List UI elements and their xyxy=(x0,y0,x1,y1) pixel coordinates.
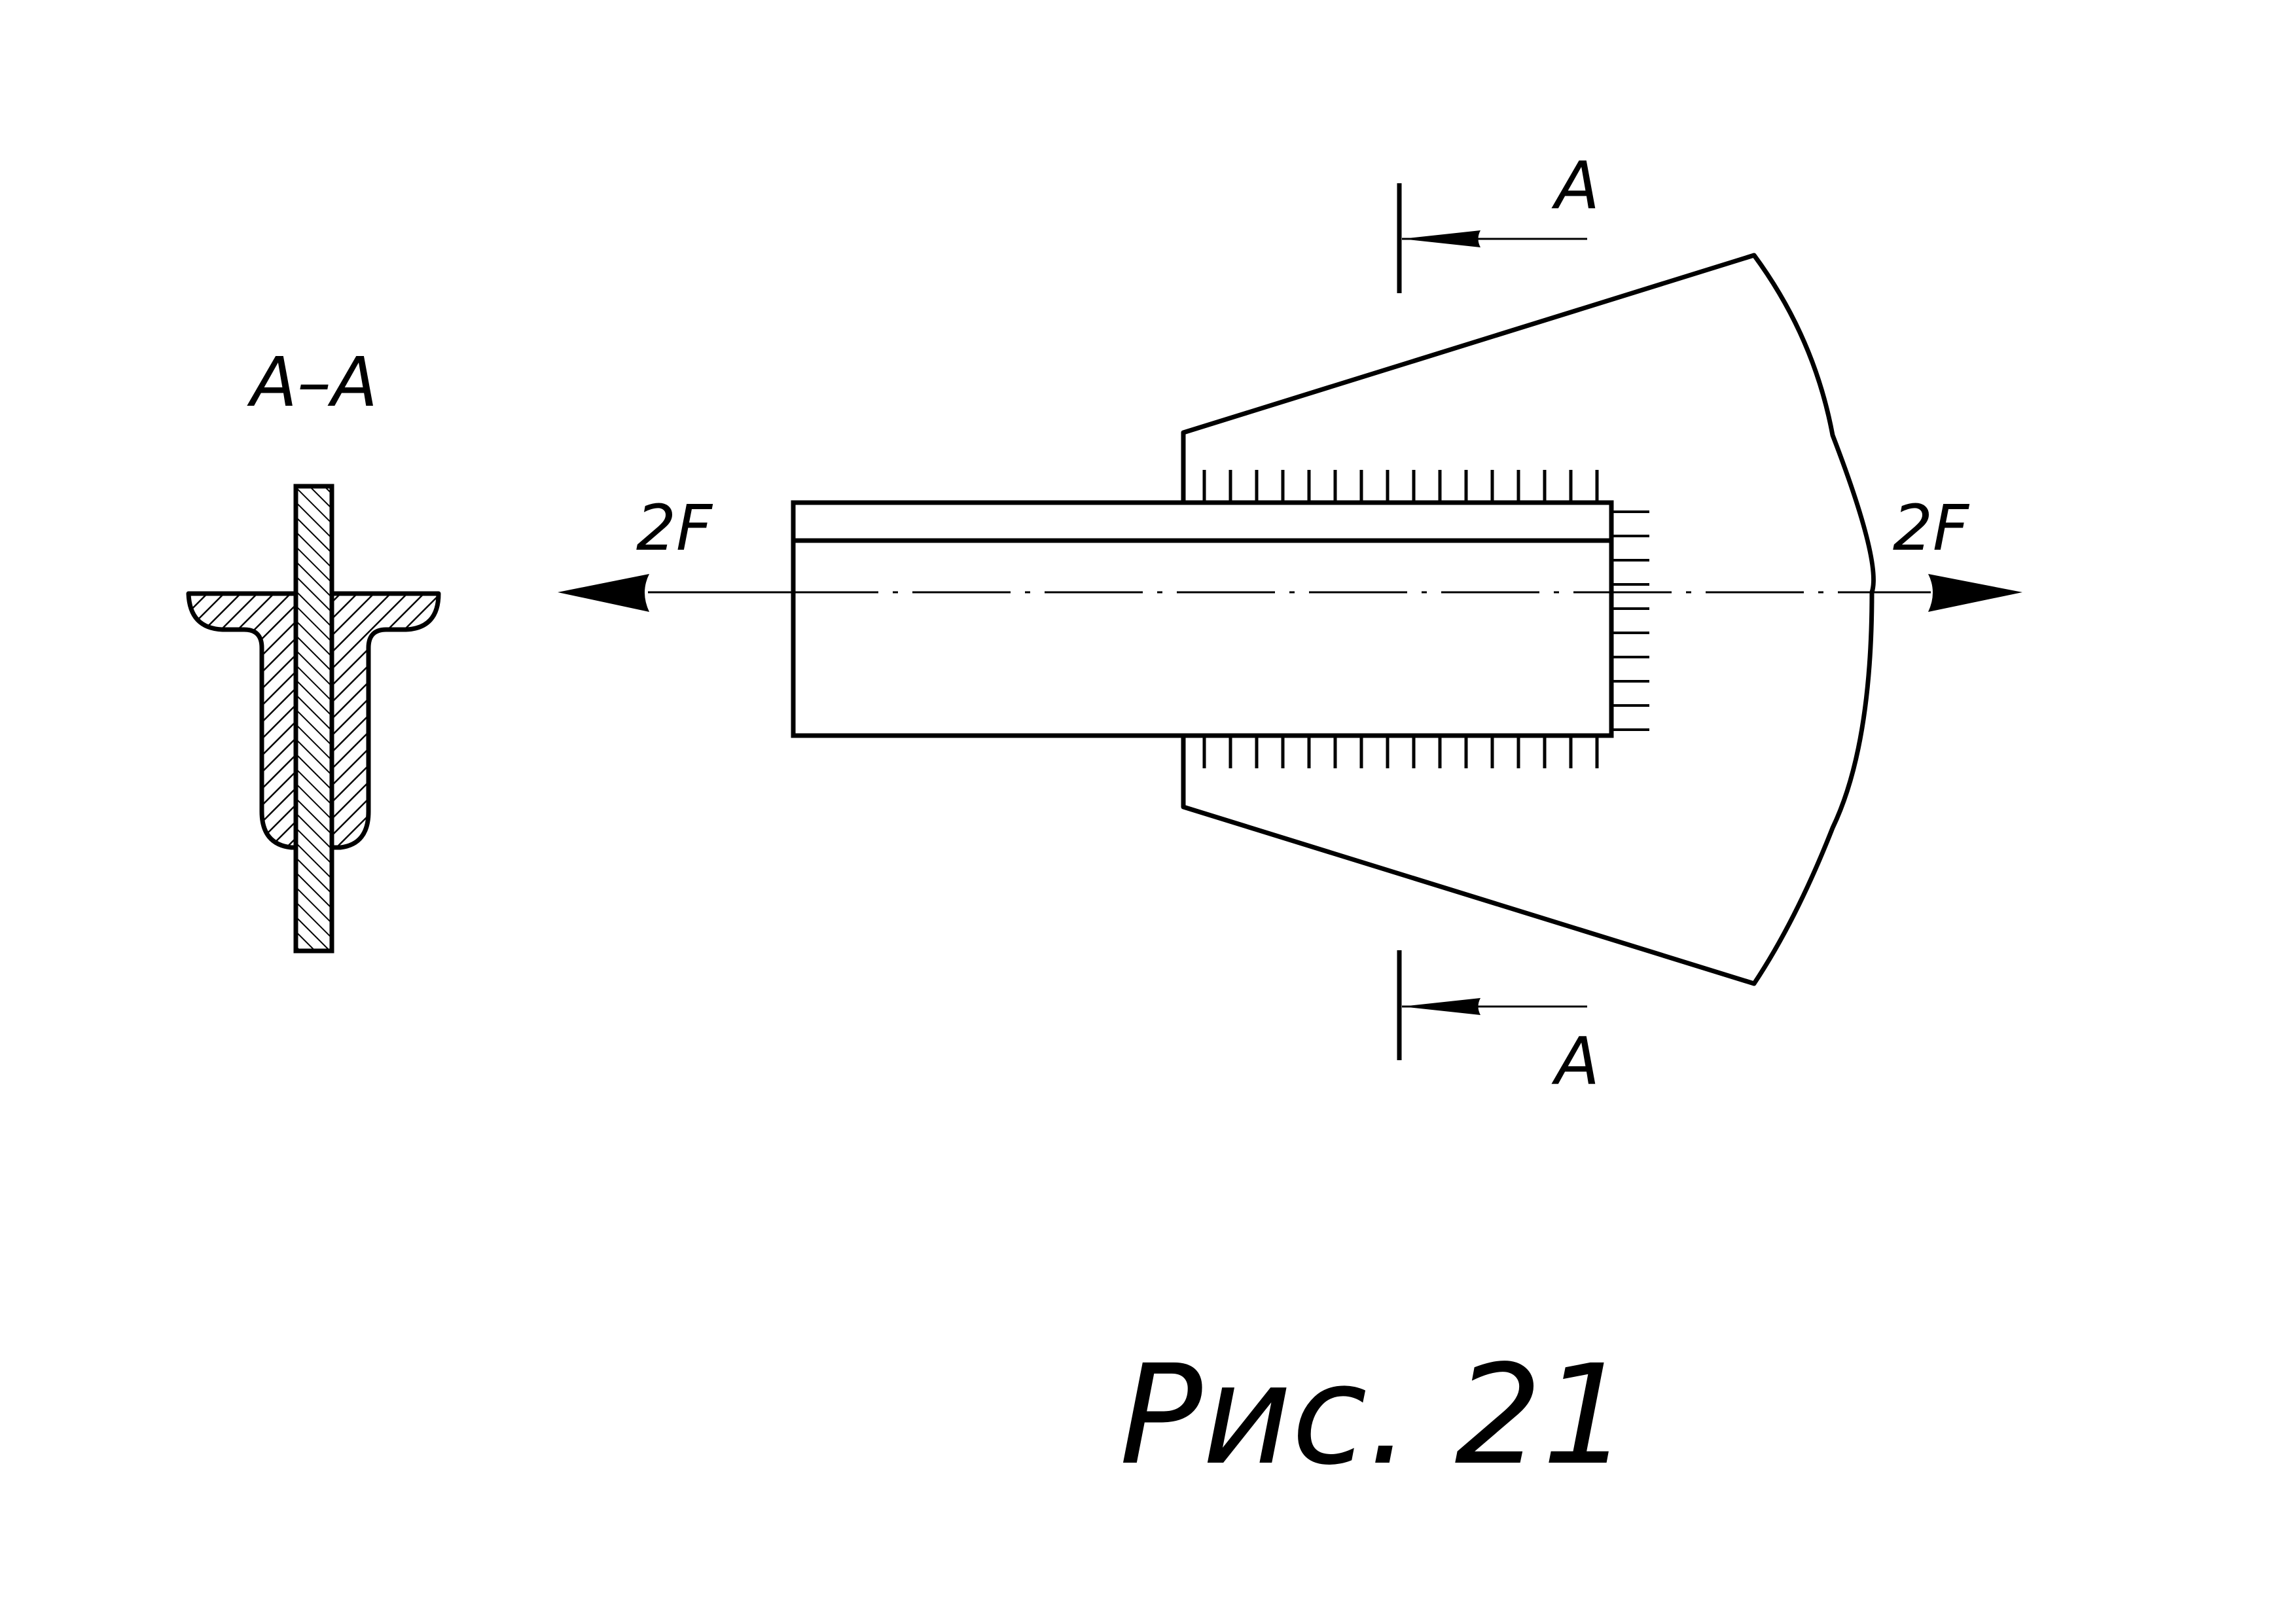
weld-marks-end xyxy=(1611,510,1649,731)
main-view xyxy=(558,183,2022,1060)
force-arrow-left xyxy=(558,574,793,612)
section-view-a-a xyxy=(186,484,441,954)
cut-label-top: A xyxy=(1551,147,1600,224)
weld-marks-top xyxy=(1202,470,1599,503)
figure-caption: Рис. 21 xyxy=(1119,1335,1629,1495)
force-arrow-right xyxy=(1873,574,2022,612)
gusset-plate xyxy=(1181,253,1876,986)
force-label-right: 2F xyxy=(1893,491,1970,565)
force-label-left: 2F xyxy=(636,491,713,565)
section-cut-mark-bottom xyxy=(1397,950,1587,1060)
cut-label-bottom: A xyxy=(1551,1023,1600,1099)
weld-marks-bottom xyxy=(1202,736,1599,768)
plate-section xyxy=(293,484,334,954)
section-cut-mark-top xyxy=(1397,183,1587,293)
section-title: A–A xyxy=(247,342,378,422)
bar-strip xyxy=(791,500,1614,738)
